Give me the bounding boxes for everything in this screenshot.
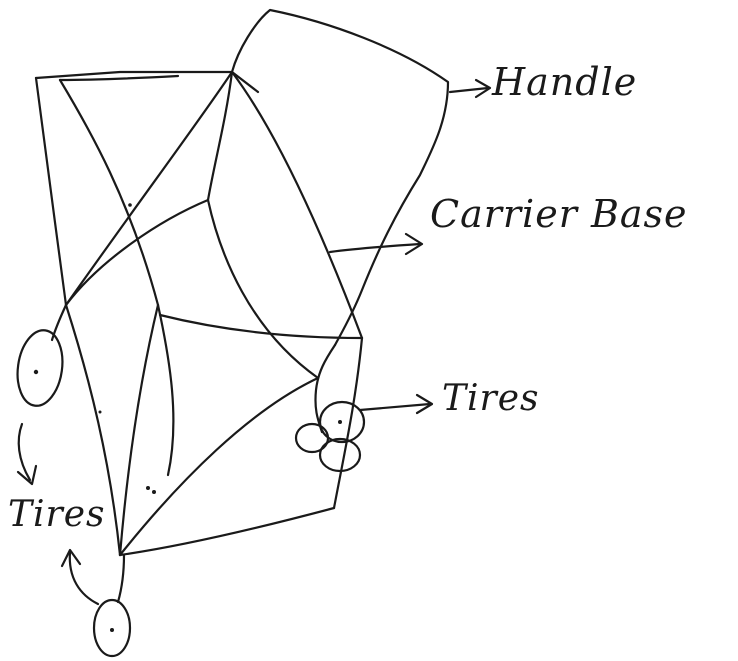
wheel-bottom-stem [118,555,124,602]
ink-dot [152,490,156,494]
wheel-right-c [320,439,360,471]
label-tires-left: Tires [8,494,106,535]
base-right-vertical [334,338,362,508]
base-inner-line [158,305,173,475]
frame-left-post [36,78,66,305]
right-post [315,345,335,432]
arrow-tires-left-down [70,552,98,604]
arrow-carrier-base [330,244,420,252]
label-tires-right: Tires [442,378,540,419]
wheel-bottom-hub [110,628,114,632]
ink-dot [128,203,132,207]
frame-right-diagonal [232,72,362,338]
wheel-right-hub [338,420,342,424]
wheel-left-top-hub [34,370,38,374]
arrow-tires-left-up [19,424,30,480]
wheel-left-top [13,327,67,408]
ink-dot [99,411,102,414]
label-carrier-base: Carrier Base [430,192,688,236]
frame-top-dashed [60,76,178,80]
base-diagonal-right [120,378,318,555]
ink-dot [146,486,150,490]
arrow-tires-right [360,404,430,410]
frame-diagonal-2 [60,80,158,305]
frame-middle-crossbar [66,200,208,305]
arrow-handle [450,88,488,92]
handle-outline [232,10,448,345]
base-back-edge [160,315,362,338]
label-handle: Handle [492,60,637,104]
